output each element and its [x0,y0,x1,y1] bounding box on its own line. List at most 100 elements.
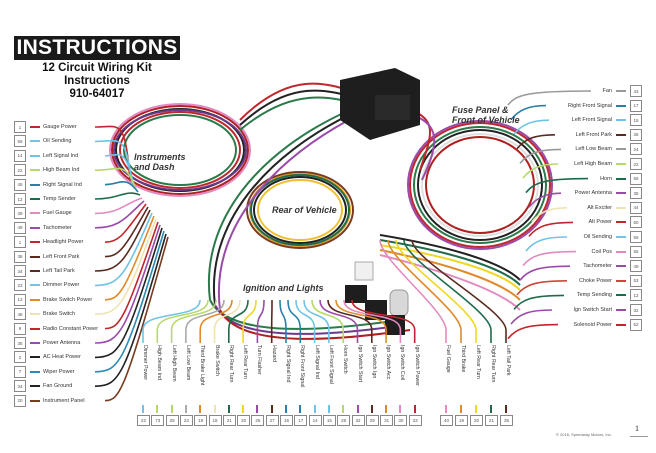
lead-wire [94,167,137,190]
wire-color-swatch [616,236,626,238]
circuit-number: 56 [630,231,642,243]
wire-label: Headlight Power [43,239,84,246]
circuit-number: 44 [630,201,642,214]
bottom-wire-column: Left Tail Park 35 [500,345,513,426]
lead-wire [104,206,149,258]
circuit-number: 20 [237,415,251,426]
wire-label: Left Low Beam [575,146,612,153]
wire-color-swatch [285,405,287,413]
wire-label: Left High Beam [574,161,612,167]
label-fuse-panel-front: Fuse Panel & Front of Vehicle [452,105,520,125]
wire-label: Fan [602,88,612,94]
wire-label: Left Front Park [43,253,80,260]
circuit-number: 48 [14,308,26,321]
wire-label: Left Rear Turn [475,345,481,379]
lead-wire [303,299,330,343]
lead-wire [311,299,344,343]
wire-label: Instrument Panel [43,397,85,404]
circuit-number: 34 [14,380,26,393]
wire-color-swatch [30,212,40,215]
wire-color-swatch [30,370,40,373]
lead-wire [156,299,209,343]
circuit-number: 20 [14,394,26,407]
wire-color-swatch [327,405,330,413]
wire-color-swatch [356,405,359,413]
wire-color-swatch [30,385,40,388]
wire-color-swatch [616,148,626,151]
lead-wire [104,221,159,330]
wire-label: Brake Switch Power [43,296,93,303]
wire-color-swatch [30,342,40,344]
wire-color-swatch [475,405,477,413]
wire-label: Fuel Gauge [43,210,72,217]
wire-color-swatch [505,405,507,413]
circuit-number: 35 [500,415,513,426]
bottom-wire-column: Right Rear Turn 21 [485,345,498,426]
wire-color-swatch [616,309,626,311]
wire-label: Wiper Power [43,368,75,375]
wire-color-swatch [30,169,40,172]
wire-color-swatch [616,221,626,224]
wire-label: Ign Switch Start [356,345,363,383]
page-footer-rule [630,436,648,437]
wire-label: Left Signal Ind [313,345,320,379]
lead-wire [94,192,141,200]
page-title: INSTRUCTIONS [14,36,180,60]
circuit-number: 21 [485,415,498,426]
circuit-number: 13 [14,293,26,306]
wire-color-swatch [199,405,202,413]
wire-label: Right Signal Ind [285,345,291,383]
wire-label: Ign Switch Coil [399,345,406,381]
circuit-number: 15 [630,114,642,127]
wire-label: Solenoid Power [573,321,612,328]
wire-color-swatch [370,405,373,413]
lead-wire [279,299,287,343]
lead-wire [513,119,550,135]
lead-wire [94,212,153,287]
wire-label: Fuel Gauge [445,345,451,373]
lead-wire [513,294,565,310]
subtitle-line-1: 12 Circuit Wiring Kit [42,62,152,74]
circuit-number: 45 [14,178,26,191]
lead-wire [213,299,241,343]
wire-label: High Beam Ind [156,345,163,381]
wire-label: Right Rear Turn [490,345,496,383]
circuit-number: 9 [14,322,26,335]
lead-wire [94,218,157,315]
lead-wire [528,192,562,208]
wire-label: Left Front Park [575,131,612,138]
wire-label: Alt Power [588,219,612,226]
wire-label: Left Tail Park [505,345,511,376]
circuit-number: 14 [14,149,26,162]
wire-label: Tachometer [43,224,72,231]
wire-label: High Beam Ind [43,167,80,174]
lead-wire [522,250,577,267]
wire-color-swatch [227,405,230,413]
wire-label: Ign Switch Power [413,345,420,386]
wire-color-swatch [490,405,492,413]
